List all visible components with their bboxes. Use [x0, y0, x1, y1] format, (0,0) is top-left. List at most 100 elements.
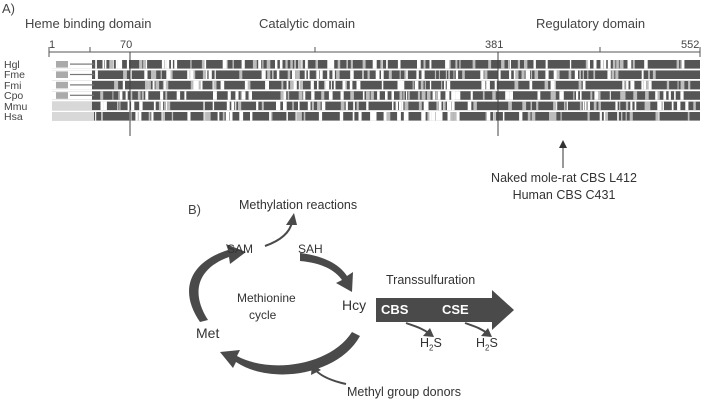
variable-site: [519, 112, 521, 121]
variable-site: [208, 70, 212, 79]
variable-site: [593, 70, 596, 79]
variable-site: [488, 60, 491, 69]
variable-site: [429, 80, 432, 90]
heme-domain-label: Heme binding domain: [25, 16, 152, 31]
variable-site: [553, 112, 557, 121]
position-1: 1: [49, 39, 56, 51]
variable-site: [534, 70, 539, 79]
variable-site: [203, 101, 205, 111]
variable-site: [529, 80, 533, 90]
variable-site: [427, 91, 431, 100]
variable-site: [370, 91, 374, 100]
variable-site: [130, 70, 132, 79]
variable-site: [310, 80, 314, 90]
variable-site: [356, 80, 361, 90]
variable-site: [190, 70, 194, 79]
variable-site: [552, 91, 556, 100]
variable-site: [406, 91, 408, 100]
variable-site: [421, 70, 425, 79]
annotation-arrow: [559, 140, 567, 168]
sam-label: SAM: [227, 242, 254, 256]
alignment-gap-line: [70, 73, 94, 76]
variable-site: [235, 91, 239, 100]
variable-site: [272, 70, 274, 79]
variable-site: [593, 101, 597, 111]
variable-site: [187, 70, 190, 79]
variable-site: [445, 70, 447, 79]
variable-site: [331, 60, 333, 69]
variable-site: [557, 70, 560, 79]
variable-site: [655, 91, 658, 100]
variable-site: [525, 70, 530, 79]
variable-site: [226, 101, 230, 111]
variable-site: [315, 70, 317, 79]
variable-site: [295, 70, 300, 79]
variable-site: [396, 101, 398, 111]
variable-site: [573, 91, 575, 100]
variable-site: [232, 60, 234, 69]
variable-site: [671, 101, 674, 111]
variable-site: [634, 101, 637, 111]
variable-site: [421, 112, 425, 121]
variable-site: [250, 112, 253, 121]
variable-site: [587, 70, 589, 79]
variable-site: [238, 101, 242, 111]
variable-site: [598, 101, 601, 111]
variable-site: [367, 70, 370, 79]
variable-site: [135, 112, 138, 121]
variable-site: [212, 101, 215, 111]
h2s-label-cse: H2S: [476, 337, 498, 353]
variable-site: [386, 112, 391, 121]
variable-site: [644, 60, 648, 69]
position-381: 381: [485, 39, 504, 51]
variable-site: [467, 101, 472, 111]
annotation-line-2: Human CBS C431: [512, 188, 616, 202]
variable-site: [287, 70, 291, 79]
variable-site: [432, 112, 436, 121]
variable-site: [145, 91, 149, 100]
variable-site: [648, 70, 650, 79]
variable-site: [126, 60, 129, 69]
variable-site: [202, 70, 206, 79]
variable-site: [249, 91, 252, 100]
variable-site: [381, 80, 384, 90]
variable-site: [148, 112, 151, 121]
h2s-cbs-h: H: [420, 336, 430, 350]
variable-site: [406, 112, 409, 121]
variable-site: [362, 60, 366, 69]
variable-site: [160, 91, 164, 100]
variable-site: [222, 60, 227, 69]
variable-site: [451, 101, 455, 111]
variable-site: [549, 112, 553, 121]
variable-site: [336, 70, 340, 79]
variable-site: [385, 91, 388, 100]
variable-site: [294, 60, 296, 69]
variable-site: [381, 70, 384, 79]
variable-site: [292, 70, 296, 79]
variable-site: [585, 60, 588, 69]
variable-site: [635, 91, 638, 100]
variable-site: [568, 70, 572, 79]
variable-site: [441, 80, 443, 90]
variable-site: [160, 101, 164, 111]
variable-site: [564, 101, 566, 111]
variable-site: [685, 101, 689, 111]
variable-site: [398, 101, 402, 111]
variable-site: [131, 101, 135, 111]
variable-site: [530, 101, 532, 111]
variable-site: [353, 101, 355, 111]
variable-site: [325, 80, 330, 90]
alignment-row: [52, 101, 700, 111]
variable-site: [600, 112, 602, 121]
variable-site: [633, 91, 637, 100]
variable-site: [655, 112, 659, 121]
variable-site: [362, 91, 365, 100]
variable-site: [480, 70, 484, 79]
variable-site: [582, 80, 586, 90]
variable-site: [337, 60, 341, 69]
variable-site: [119, 91, 123, 100]
arc-sah-to-hcy: [300, 253, 353, 292]
variable-site: [550, 91, 553, 100]
variable-site: [362, 70, 364, 79]
variable-site: [117, 101, 119, 111]
